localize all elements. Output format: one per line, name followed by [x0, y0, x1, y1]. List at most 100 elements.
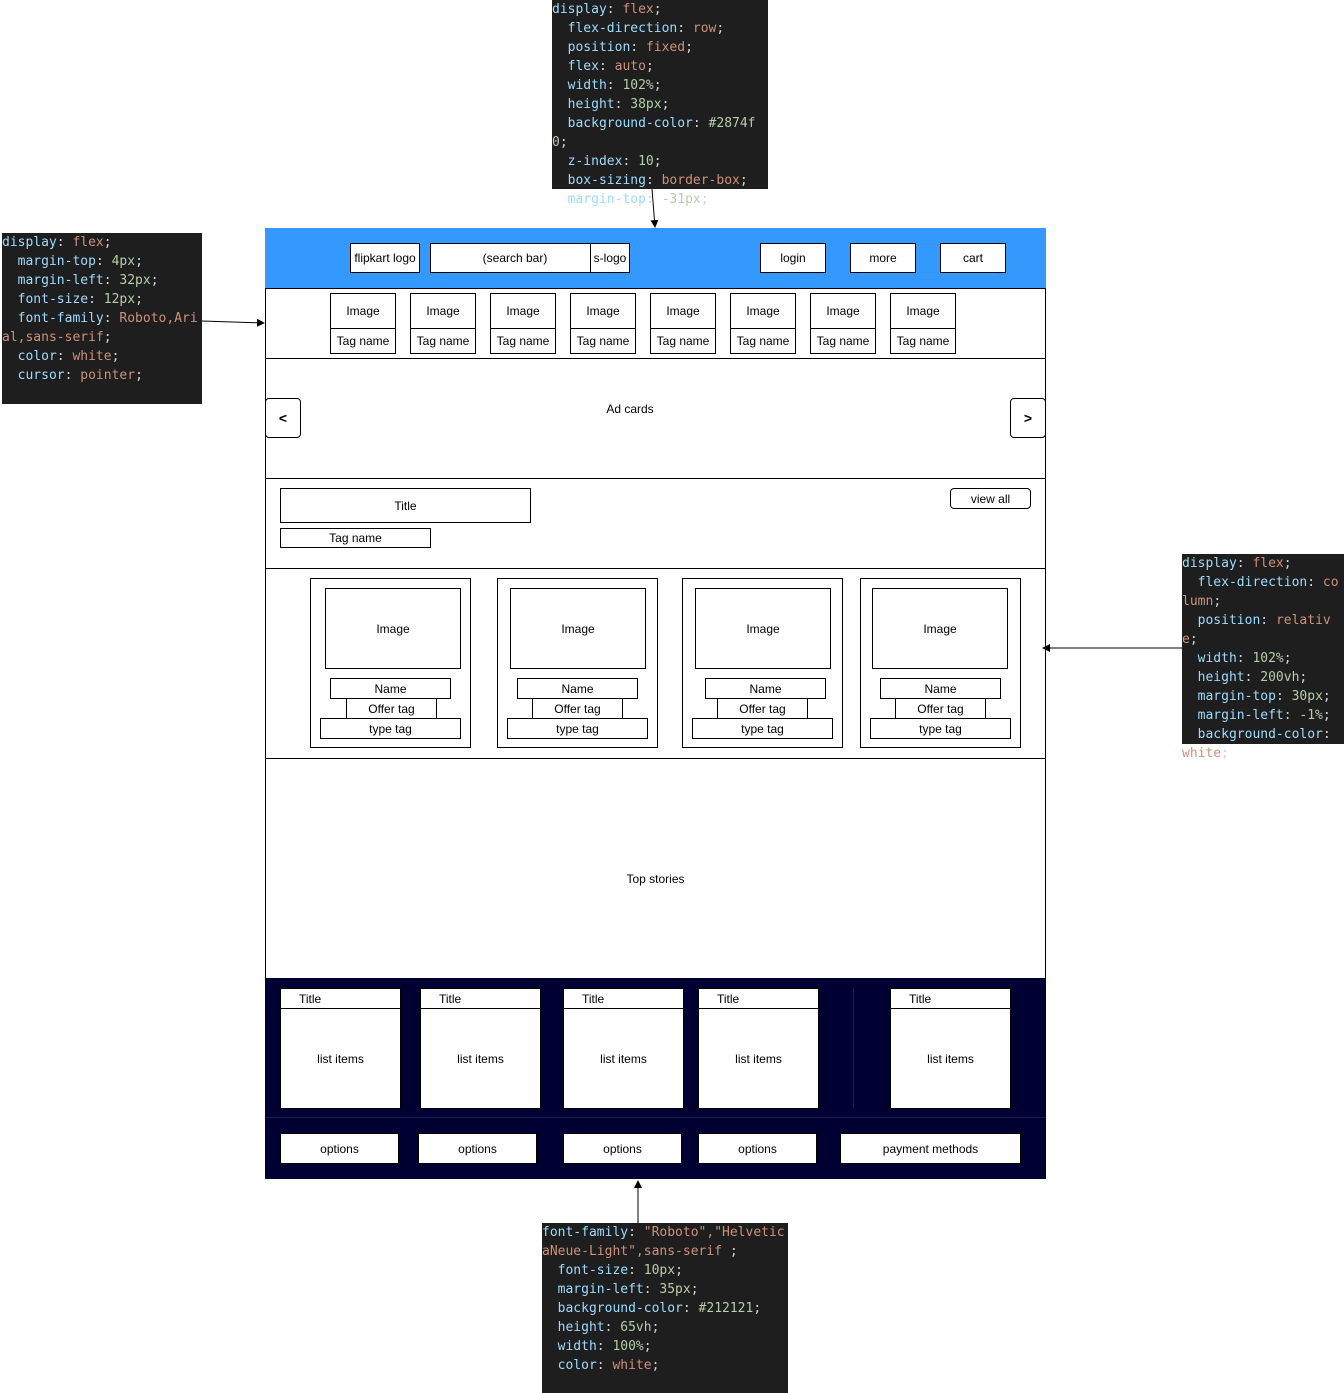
footer-option[interactable]: options	[418, 1133, 537, 1164]
footer-column-list[interactable]: list items	[890, 1008, 1011, 1109]
footer-option[interactable]: payment methods	[840, 1133, 1021, 1164]
product-name: Name	[880, 678, 1001, 699]
code-line: position: relative;	[1182, 613, 1331, 647]
footer-column-list[interactable]: list items	[420, 1008, 541, 1109]
divider	[265, 478, 1046, 479]
category-tag[interactable]: Tag name	[730, 328, 796, 354]
product-offer-tag: Offer tag	[346, 698, 437, 719]
product-offer-tag: Offer tag	[717, 698, 808, 719]
cart-button[interactable]: cart	[940, 243, 1006, 273]
footer-divider	[853, 988, 854, 1108]
flipkart-logo[interactable]: flipkart logo	[350, 243, 420, 273]
category-image[interactable]: Image	[730, 293, 796, 329]
product-type-tag: type tag	[320, 718, 461, 739]
code-line: margin-top: 30px;	[1197, 689, 1331, 704]
category-image[interactable]: Image	[490, 293, 556, 329]
product-image[interactable]: Image	[695, 588, 831, 669]
code-line: margin-top: -31px;	[567, 192, 709, 207]
footer-column-list[interactable]: list items	[280, 1008, 401, 1109]
product-name: Name	[705, 678, 826, 699]
code-line: margin-left: -1%;	[1197, 708, 1331, 723]
code-line: height: 200vh;	[1197, 670, 1308, 685]
product-name: Name	[330, 678, 451, 699]
code-line: font-family: Roboto,Arial,sans-serif;	[2, 311, 198, 345]
code-line: display: flex;	[1182, 556, 1292, 571]
code-line: height: 65vh;	[557, 1320, 660, 1335]
code-line: flex-direction: column;	[1182, 575, 1339, 609]
category-image[interactable]: Image	[650, 293, 716, 329]
deals-tag: Tag name	[280, 528, 431, 548]
code-line: width: 100%;	[557, 1339, 652, 1354]
footer-column-title: Title	[563, 988, 684, 1009]
code-line: background-color: #212121;	[557, 1301, 762, 1316]
category-tag[interactable]: Tag name	[570, 328, 636, 354]
divider	[265, 288, 1046, 289]
code-line: color: white;	[17, 349, 120, 364]
product-offer-tag: Offer tag	[532, 698, 623, 719]
footer-option[interactable]: options	[563, 1133, 682, 1164]
category-tag[interactable]: Tag name	[410, 328, 476, 354]
deals-title: Title	[280, 488, 531, 523]
more-button[interactable]: more	[850, 243, 916, 273]
category-image[interactable]: Image	[410, 293, 476, 329]
carousel-next-button[interactable]: >	[1010, 398, 1046, 438]
footer-column-title: Title	[280, 988, 401, 1009]
category-tag[interactable]: Tag name	[890, 328, 956, 354]
footer-column-title: Title	[890, 988, 1011, 1009]
footer-column-title: Title	[698, 988, 819, 1009]
code-line: font-family: "Roboto","HelveticaNeue-Lig…	[542, 1225, 785, 1259]
login-button[interactable]: login	[760, 243, 826, 273]
category-image[interactable]: Image	[330, 293, 396, 329]
code-line: margin-top: 4px;	[17, 254, 143, 269]
divider	[265, 358, 1046, 359]
code-line: position: fixed;	[567, 40, 693, 55]
ad-cards-label: Ad cards	[606, 402, 654, 416]
view-all-button[interactable]: view all	[950, 488, 1031, 509]
code-line: display: flex;	[552, 2, 662, 17]
category-image[interactable]: Image	[890, 293, 956, 329]
arrow-categories	[201, 318, 265, 327]
code-line: font-size: 10px;	[557, 1263, 683, 1278]
code-line: flex: auto;	[567, 59, 654, 74]
carousel-prev-button[interactable]: <	[265, 398, 301, 438]
code-line: z-index: 10;	[567, 154, 662, 169]
code-line: font-size: 12px;	[17, 292, 143, 307]
product-image[interactable]: Image	[872, 588, 1008, 669]
code-note-products: display: flex; flex-direction: column; p…	[1182, 554, 1344, 761]
product-type-tag: type tag	[692, 718, 833, 739]
category-image[interactable]: Image	[570, 293, 636, 329]
product-name: Name	[517, 678, 638, 699]
code-line: height: 38px;	[567, 97, 670, 112]
code-note-footer: font-family: "Roboto","HelveticaNeue-Lig…	[542, 1223, 788, 1393]
code-line: cursor: pointer;	[17, 368, 143, 383]
product-type-tag: type tag	[870, 718, 1011, 739]
divider	[265, 758, 1046, 759]
top-stories-label: Top stories	[626, 872, 685, 886]
code-line: background-color: #2874f0;	[552, 116, 756, 150]
code-line: margin-left: 35px;	[557, 1282, 699, 1297]
search-logo[interactable]: s-logo	[590, 243, 630, 273]
product-offer-tag: Offer tag	[895, 698, 986, 719]
footer-option[interactable]: options	[280, 1133, 399, 1164]
footer-column-title: Title	[420, 988, 541, 1009]
code-line: background-color: white;	[1182, 727, 1339, 761]
footer-option[interactable]: options	[698, 1133, 817, 1164]
code-note-navbar: display: flex; flex-direction: row; posi…	[552, 0, 768, 207]
divider	[265, 568, 1046, 569]
category-tag[interactable]: Tag name	[490, 328, 556, 354]
category-tag[interactable]: Tag name	[650, 328, 716, 354]
product-image[interactable]: Image	[325, 588, 461, 669]
footer-column-list[interactable]: list items	[563, 1008, 684, 1109]
footer-column-list[interactable]: list items	[698, 1008, 819, 1109]
footer-divider	[265, 1117, 1046, 1118]
product-image[interactable]: Image	[510, 588, 646, 669]
code-line: box-sizing: border-box;	[567, 173, 748, 188]
code-note-categories: display: flex; margin-top: 4px; margin-l…	[2, 233, 202, 404]
code-line: margin-left: 32px;	[17, 273, 159, 288]
product-type-tag: type tag	[507, 718, 648, 739]
category-tag[interactable]: Tag name	[810, 328, 876, 354]
code-line: color: white;	[557, 1358, 660, 1373]
category-tag[interactable]: Tag name	[330, 328, 396, 354]
code-line: flex-direction: row;	[567, 21, 725, 36]
category-image[interactable]: Image	[810, 293, 876, 329]
